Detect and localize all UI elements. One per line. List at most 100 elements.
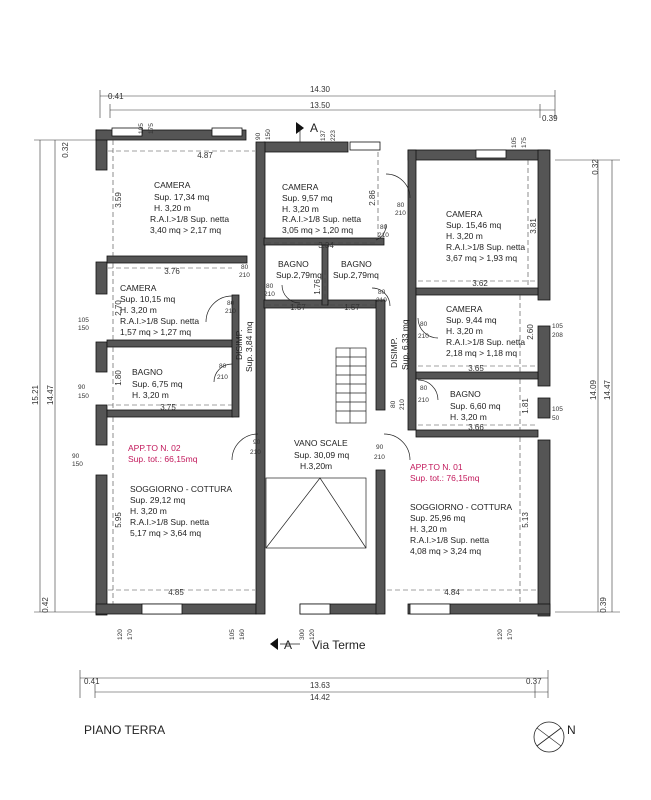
door-80g: 80 (378, 289, 386, 296)
room-camera-nc: CAMERA Sup. 9,57 mq H. 3,20 m R.A.I.>1/8… (282, 182, 361, 235)
svg-text:DISIMP.: DISIMP. (389, 337, 399, 368)
section-markers (270, 122, 304, 650)
svg-text:2,18 mq > 1,18 mq: 2,18 mq > 1,18 mq (446, 348, 517, 358)
svg-text:Sup. 6,75 mq: Sup. 6,75 mq (132, 379, 183, 389)
code-208: 208 (552, 332, 563, 339)
code-105d: 105 (552, 323, 563, 330)
svg-text:R.A.I.>1/8 Sup. netta: R.A.I.>1/8 Sup. netta (410, 535, 489, 545)
dim-left-inner: 14.47 (46, 384, 55, 405)
room-disimp-w: DISIMP. Sup. 3,84 mq (234, 321, 254, 372)
svg-text:Sup. 9,44 mq: Sup. 9,44 mq (446, 315, 497, 325)
dimension-lines (34, 90, 620, 698)
svg-text:CAMERA: CAMERA (446, 304, 483, 314)
svg-text:Sup. 25,96 mq: Sup. 25,96 mq (410, 513, 466, 523)
svg-text:5,17 mq > 3,64 mq: 5,17 mq > 3,64 mq (130, 528, 201, 538)
room-camera-e: CAMERA Sup. 9,44 mq H. 3,20 m R.A.I.>1/8… (446, 304, 525, 358)
north-arrow-icon (533, 721, 565, 753)
door-80e: 80 (227, 300, 235, 307)
code-105a: 105 (138, 123, 145, 134)
svg-text:3,67 mq > 1,93 mq: 3,67 mq > 1,93 mq (446, 253, 517, 263)
room-camera-nw: CAMERA Sup. 17,34 mq H. 3,20 m R.A.I.>1/… (150, 180, 229, 235)
svg-text:BAGNO: BAGNO (132, 367, 163, 377)
dim-bottom-overall: 14.42 (310, 693, 331, 702)
dim-h-260: 2.60 (526, 324, 535, 340)
svg-text:Sup. 9,57 mq: Sup. 9,57 mq (282, 193, 333, 203)
apartment-01-label: APP.TO N. 01 Sup. tot.: 76,15mq (410, 462, 480, 483)
dim-h-381: 3.81 (529, 218, 538, 234)
code-50: 50 (552, 415, 560, 422)
svg-text:Sup. 29,12 mq: Sup. 29,12 mq (130, 495, 186, 505)
code-150c: 150 (78, 393, 89, 400)
room-bagno-1: BAGNO Sup.2,79mq (276, 259, 322, 280)
door-80h: 80 (420, 321, 428, 328)
svg-text:Sup.2,79mq: Sup.2,79mq (276, 270, 322, 280)
room-camera-w: CAMERA Sup. 10,15 mq H. 3,20 m R.A.I.>1/… (120, 283, 199, 337)
door-210k: 210 (250, 449, 261, 456)
code-90a: 90 (255, 132, 262, 140)
svg-text:Sup. 6,60 mq: Sup. 6,60 mq (450, 401, 501, 411)
door-swings (205, 173, 439, 461)
dim-top-right-off: 0.39 (542, 114, 558, 123)
svg-text:H.3,20m: H.3,20m (300, 461, 332, 471)
staircase (265, 347, 367, 549)
dim-w-484: 4.84 (444, 588, 460, 597)
dim-w-157b: 1.57 (344, 303, 360, 312)
door-210l: 210 (374, 454, 385, 461)
svg-text:R.A.I.>1/8 Sup. netta: R.A.I.>1/8 Sup. netta (446, 337, 525, 347)
svg-text:H. 3,20 m: H. 3,20 m (132, 390, 169, 400)
door-210c: 210 (239, 272, 250, 279)
svg-text:H. 3,20 m: H. 3,20 m (450, 412, 487, 422)
dim-h-513: 5.13 (521, 512, 530, 528)
room-bagno-w: BAGNO Sup. 6,75 mq H. 3,20 m (132, 367, 183, 400)
dim-h-176: 1.76 (313, 279, 322, 295)
svg-text:H. 3,20 m: H. 3,20 m (154, 203, 191, 213)
room-soggiorno-w: SOGGIORNO - COTTURA Sup. 29,12 mq H. 3,2… (130, 484, 232, 538)
door-210i: 210 (418, 397, 429, 404)
code-120b: 120 (309, 629, 316, 640)
dim-w-375: 3.75 (160, 403, 176, 412)
room-bagno-2: BAGNO Sup.2,79mq (333, 259, 379, 280)
door-80c: 80 (241, 264, 249, 271)
street-name: Via Terme (312, 638, 366, 652)
door-210j: 210 (399, 399, 406, 410)
apartment-02-label: APP.TO N. 02 Sup. tot.: 66,15mq (128, 443, 198, 464)
door-210b: 210 (378, 232, 389, 239)
dim-h-181: 1.81 (521, 398, 530, 414)
svg-text:Sup. tot.: 76,15mq: Sup. tot.: 76,15mq (410, 473, 480, 483)
north-label: N (567, 723, 576, 737)
room-soggiorno-e: SOGGIORNO - COTTURA Sup. 25,96 mq H. 3,2… (410, 502, 512, 556)
svg-text:DISIMP.: DISIMP. (234, 329, 244, 360)
svg-text:SOGGIORNO - COTTURA: SOGGIORNO - COTTURA (410, 502, 512, 512)
code-105b: 105 (511, 137, 518, 148)
room-disimp-e: DISIMP. Sup. 6,33 mq (389, 319, 410, 370)
svg-text:CAMERA: CAMERA (120, 283, 157, 293)
svg-text:R.A.I.>1/8 Sup. netta: R.A.I.>1/8 Sup. netta (130, 517, 209, 527)
svg-text:R.A.I.>1/8 Sup. netta: R.A.I.>1/8 Sup. netta (282, 214, 361, 224)
svg-text:BAGNO: BAGNO (341, 259, 372, 269)
dim-w-362: 3.62 (472, 279, 488, 288)
room-dim-lines (108, 140, 536, 604)
door-80j: 80 (390, 400, 397, 408)
dim-top-inner: 13.50 (310, 101, 331, 110)
dim-left-overall: 15.21 (31, 384, 40, 405)
code-120c: 120 (497, 629, 504, 640)
dim-top-left-off: 0.41 (108, 92, 124, 101)
svg-text:H. 3,20 m: H. 3,20 m (410, 524, 447, 534)
plan-title: PIANO TERRA (84, 723, 165, 737)
dim-w-157a: 1.57 (290, 303, 306, 312)
dim-w-334: 3.34 (318, 241, 334, 250)
svg-text:1,57 mq > 1,27 mq: 1,57 mq > 1,27 mq (120, 327, 191, 337)
door-210e: 210 (225, 308, 236, 315)
section-marker-top: A (310, 121, 318, 135)
code-175b: 175 (521, 137, 528, 148)
dim-w-376: 3.76 (164, 267, 180, 276)
svg-text:CAMERA: CAMERA (154, 180, 191, 190)
svg-text:CAMERA: CAMERA (446, 209, 483, 219)
code-150d: 150 (72, 461, 83, 468)
svg-text:APP.TO N. 02: APP.TO N. 02 (128, 443, 181, 453)
svg-text:R.A.I.>1/8 Sup. netta: R.A.I.>1/8 Sup. netta (120, 316, 199, 326)
door-80i: 80 (420, 385, 428, 392)
dim-bottom-inner: 13.63 (310, 681, 331, 690)
svg-text:APP.TO N. 01: APP.TO N. 01 (410, 462, 463, 472)
